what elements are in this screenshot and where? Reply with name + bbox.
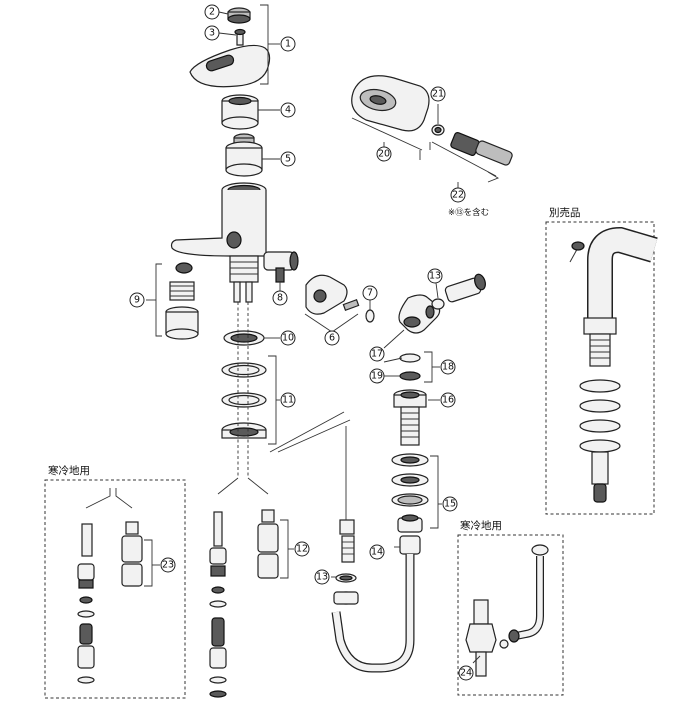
callout-3: 3 <box>204 25 220 41</box>
callout-14-number: 14 <box>371 547 383 558</box>
callout-4: 4 <box>280 102 296 118</box>
callout-24: 24 <box>458 665 474 681</box>
cold-region-right-label: 寒冷地用 <box>460 519 502 532</box>
callout-5-number: 5 <box>285 154 291 165</box>
callout-3-number: 3 <box>209 28 215 39</box>
callout-13-upper: 13 <box>427 268 443 284</box>
lever-handle-part <box>189 7 271 88</box>
callout-18-number: 18 <box>442 362 454 373</box>
callout-13-lower: 13 <box>314 569 330 585</box>
callout-2: 2 <box>204 4 220 20</box>
callout-23: 23 <box>160 557 176 573</box>
cold-region-right-box <box>457 534 564 696</box>
cap-nut-part <box>221 94 259 130</box>
callout-1: 1 <box>280 36 296 52</box>
callout-15-number: 15 <box>444 499 456 510</box>
callout-11: 11 <box>280 392 296 408</box>
callout-24-number: 24 <box>460 668 472 679</box>
sold-separately-box <box>545 221 655 515</box>
check-valve-part <box>263 251 299 283</box>
callout-15: 15 <box>442 496 458 512</box>
sold-separately-parts <box>569 226 658 503</box>
callout-13-upper-number: 13 <box>429 271 441 282</box>
callout-16-number: 16 <box>442 395 454 406</box>
callout-11-number: 11 <box>282 395 294 406</box>
cold-region-left-parts <box>77 488 143 684</box>
callout-17: 17 <box>369 346 385 362</box>
callout-22-number: 22 <box>452 190 464 201</box>
callout-7-number: 7 <box>367 288 373 299</box>
callout-6: 6 <box>324 330 340 346</box>
callout-8-number: 8 <box>277 293 283 304</box>
callout-20-number: 20 <box>378 149 390 160</box>
callout-1-number: 1 <box>285 39 291 50</box>
callout-19-number: 19 <box>371 371 383 382</box>
callout-7: 7 <box>362 285 378 301</box>
callout-19: 19 <box>369 368 385 384</box>
callout-21-number: 21 <box>432 89 444 100</box>
cartridge-part <box>225 133 263 177</box>
sold-separately-label: 別売品 <box>549 206 581 219</box>
callout-20: 20 <box>376 146 392 162</box>
callout-4-number: 4 <box>285 105 291 116</box>
aerator-part <box>165 262 199 340</box>
nipple-part <box>393 353 427 446</box>
callout-22: 22 <box>450 187 466 203</box>
callout-8: 8 <box>272 290 288 306</box>
cold-region-right-parts <box>465 544 549 677</box>
callout-18: 18 <box>440 359 456 375</box>
callout-21: 21 <box>430 86 446 102</box>
spout-adapter-part <box>305 274 375 323</box>
callout-10: 10 <box>280 330 296 346</box>
lock-washer-part <box>391 453 429 533</box>
callout-16: 16 <box>440 392 456 408</box>
shower-head-part <box>351 75 513 166</box>
callout-9: 9 <box>129 292 145 308</box>
callout-13-lower-number: 13 <box>316 572 328 583</box>
washer-stack-part <box>221 330 267 439</box>
callout-12-number: 12 <box>296 544 308 555</box>
callout-14: 14 <box>369 544 385 560</box>
callout-2-number: 2 <box>209 7 215 18</box>
flexible-hose-part <box>331 519 421 673</box>
callout-12: 12 <box>294 541 310 557</box>
note-22-label: ※⑬を含む <box>448 207 489 218</box>
callout-10-number: 10 <box>282 333 294 344</box>
callout-23-number: 23 <box>162 560 174 571</box>
faucet-body-part <box>170 182 267 303</box>
cold-region-left-box <box>44 479 186 699</box>
callout-5: 5 <box>280 151 296 167</box>
callout-6-number: 6 <box>329 333 335 344</box>
callout-17-number: 17 <box>371 349 383 360</box>
cold-region-left-label: 寒冷地用 <box>48 464 90 477</box>
elbow-fitting-part <box>398 273 486 334</box>
callout-9-number: 9 <box>134 295 140 306</box>
supply-tube-part <box>209 509 279 698</box>
